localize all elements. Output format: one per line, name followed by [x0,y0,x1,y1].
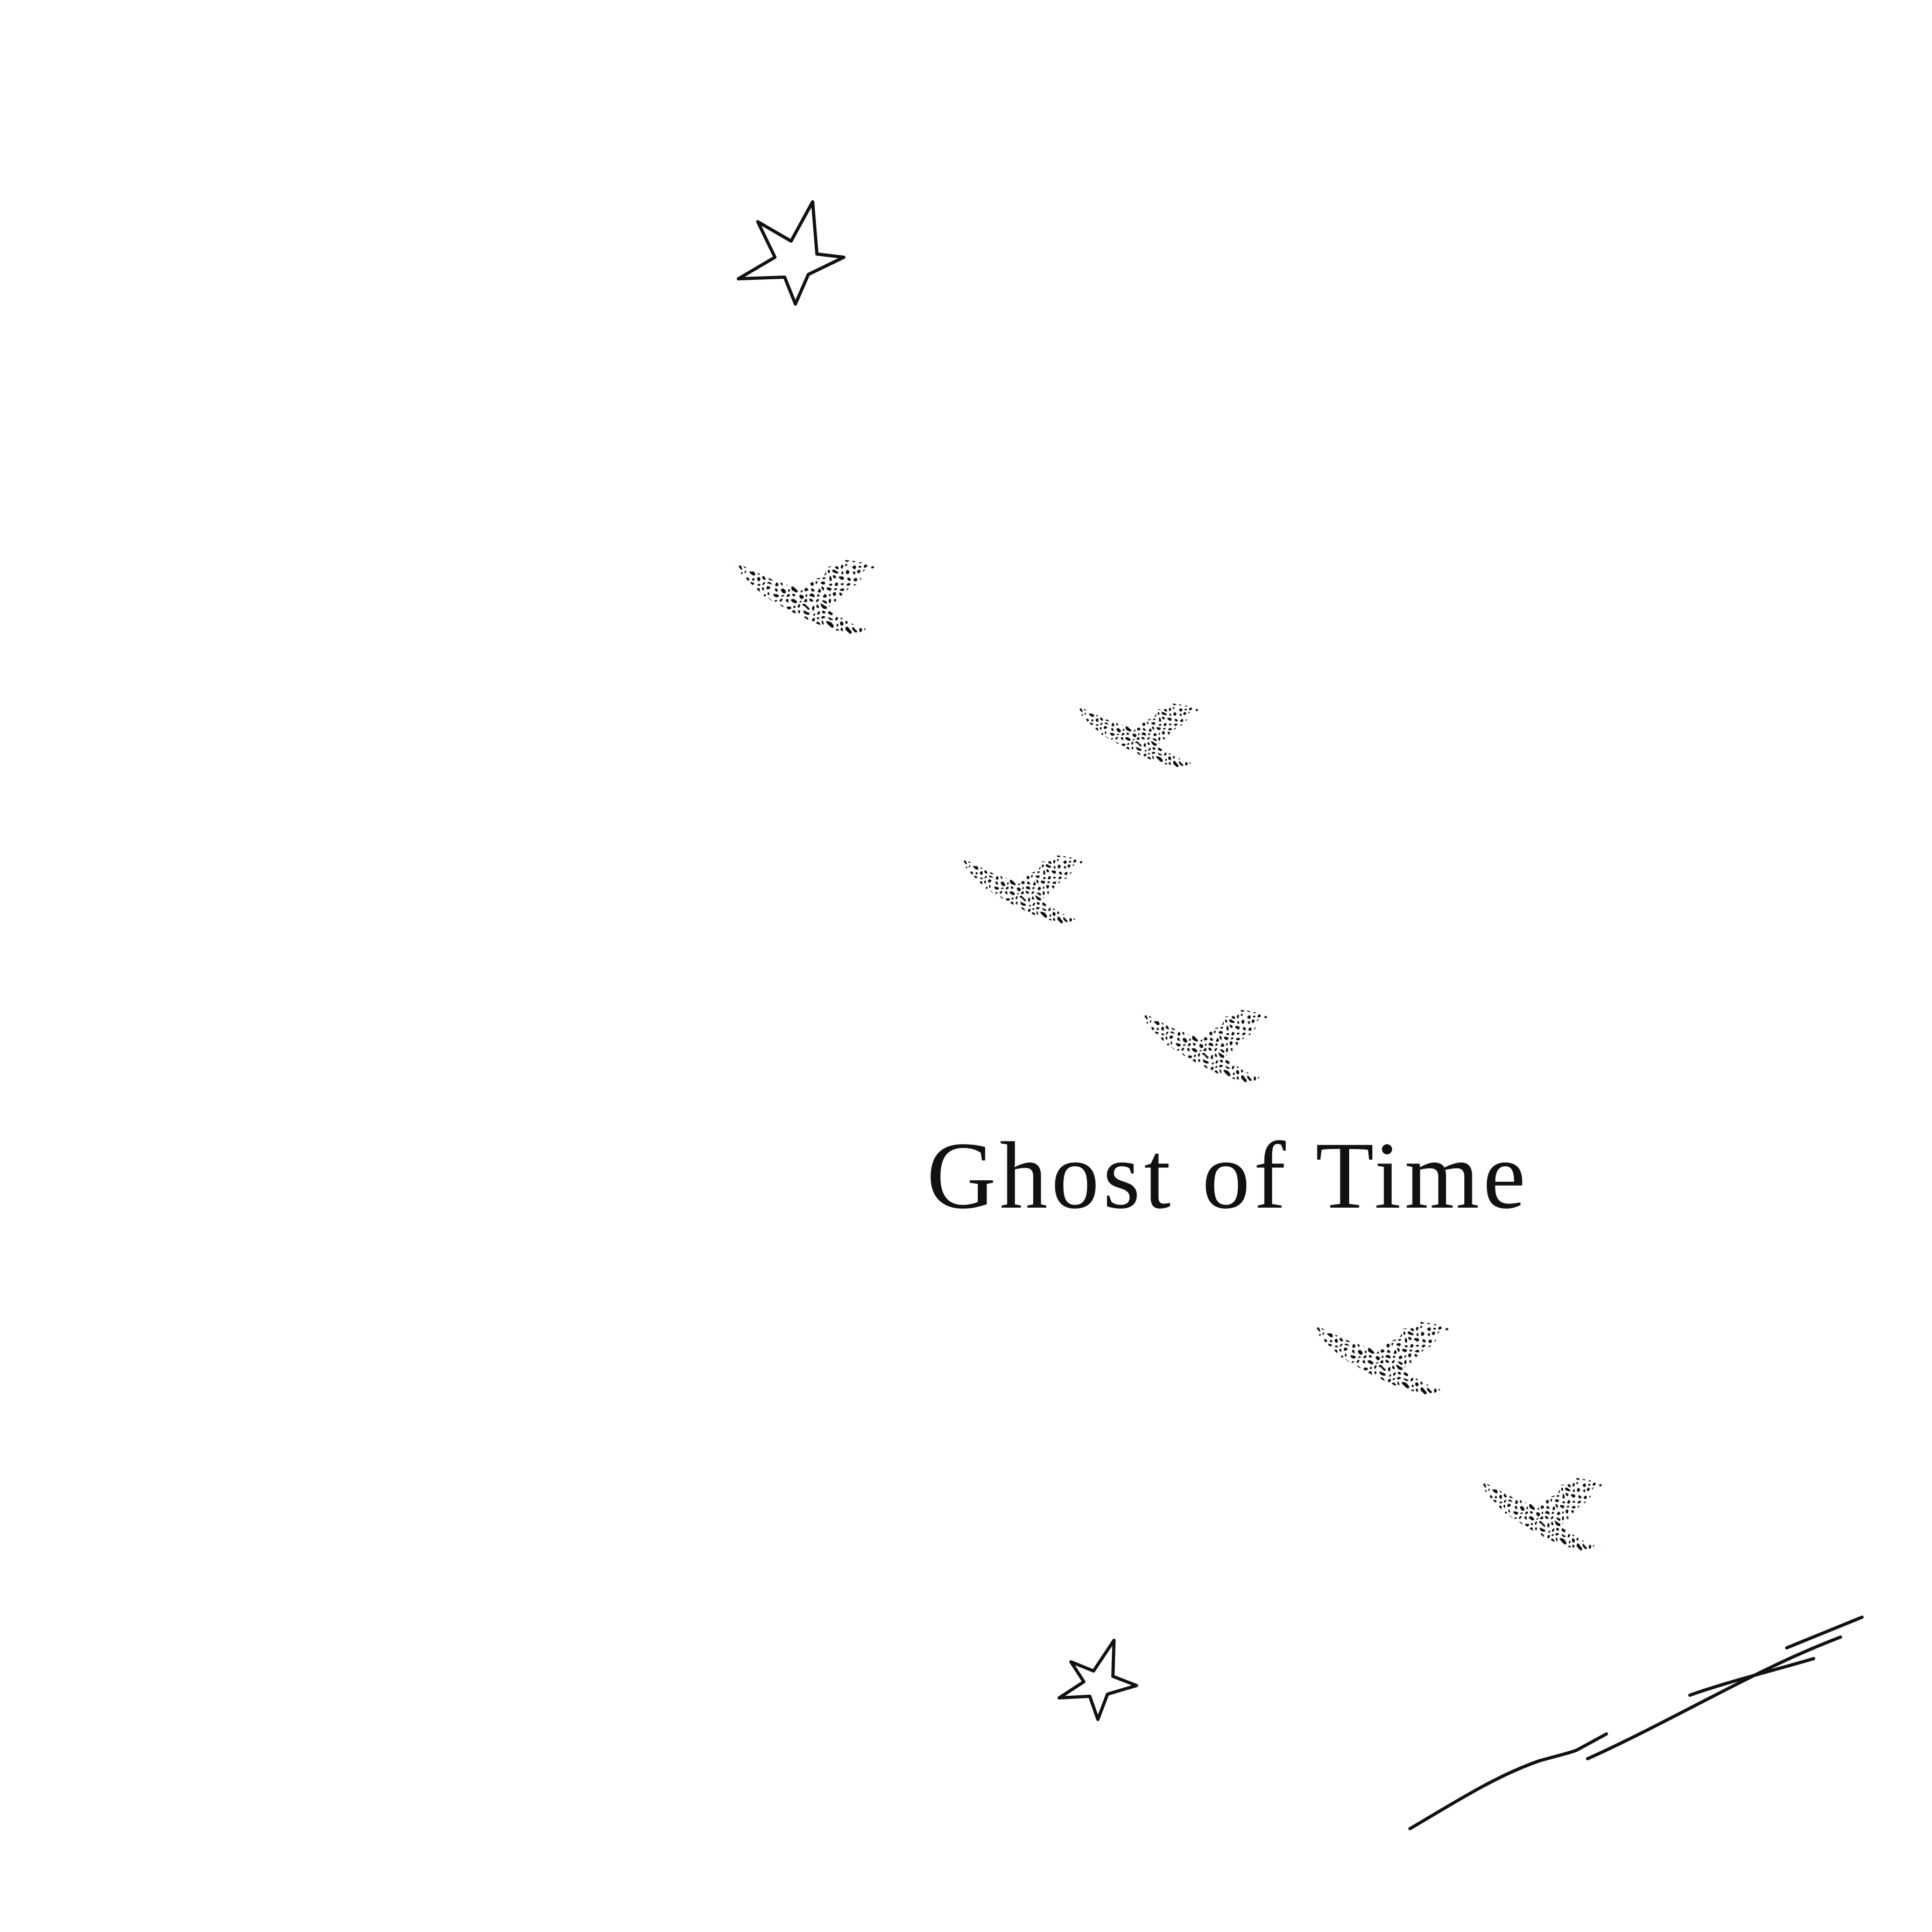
bird-1-icon [733,561,878,634]
star-bottom-icon [1057,1639,1138,1721]
bird-4-icon [1139,1010,1270,1083]
bird-2-icon [1075,704,1201,767]
bird-5-icon [1311,1322,1452,1395]
page-title: Ghost of Time [927,1122,1529,1229]
bird-3-icon [959,856,1085,923]
star-top-icon [737,200,845,306]
ground-lines [1408,1616,1864,1830]
bird-6-icon [1478,1478,1605,1551]
